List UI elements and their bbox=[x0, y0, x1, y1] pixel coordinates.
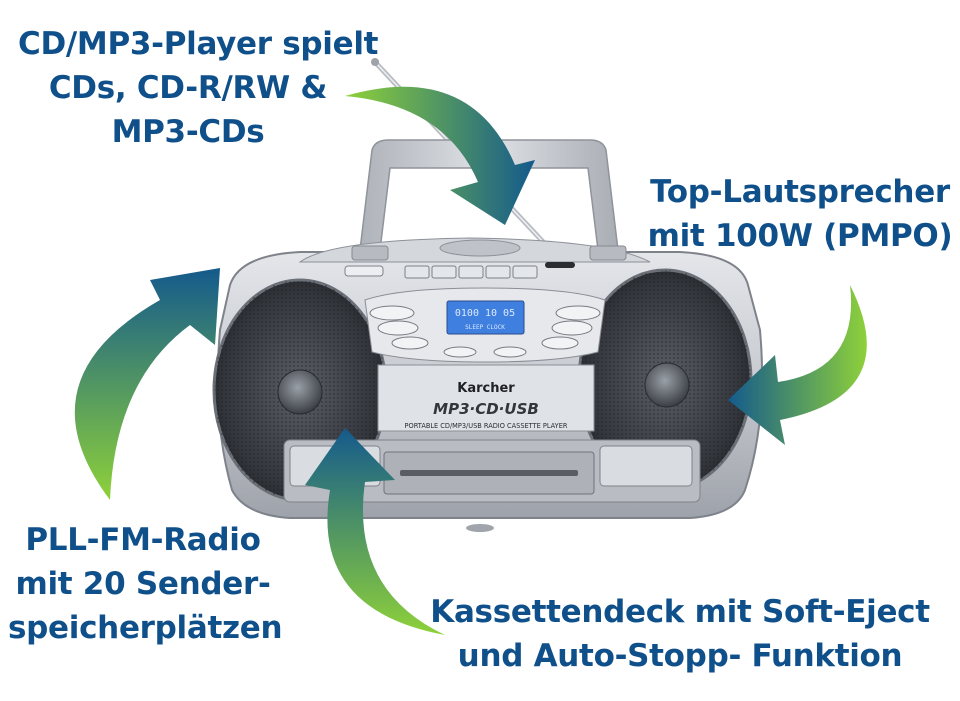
callout-cd-player: CD/MP3-Player spielt CDs, CD-R/RW & MP3-… bbox=[18, 22, 379, 154]
arrow-to-left-speaker bbox=[74, 268, 220, 500]
arrow-to-cassette bbox=[305, 428, 445, 635]
callout-line: mit 20 Sender- bbox=[15, 566, 271, 602]
product-subtitle: PORTABLE CD/MP3/USB RADIO CASSETTE PLAYE… bbox=[405, 422, 568, 430]
callout-line: speicherplätzen bbox=[8, 610, 283, 646]
arrow-to-right-speaker bbox=[728, 285, 867, 445]
lcd-line-2: SLEEP CLOCK bbox=[465, 324, 505, 331]
cassette-deck bbox=[283, 439, 701, 503]
callout-line: CD/MP3-Player spielt bbox=[18, 26, 379, 62]
right-speaker bbox=[577, 268, 753, 492]
brand-plate: Karcher MP3·CD·USB PORTABLE CD/MP3/USB R… bbox=[377, 364, 595, 432]
callout-line: Kassettendeck mit Soft-Eject bbox=[430, 594, 930, 630]
callout-cassette: Kassettendeck mit Soft-Eject und Auto-St… bbox=[420, 590, 940, 678]
callout-line: Top-Lautsprecher bbox=[650, 174, 950, 210]
callout-line: MP3-CDs bbox=[111, 114, 265, 150]
callout-line: mit 100W (PMPO) bbox=[647, 218, 953, 254]
callout-fm-radio: PLL-FM-Radio mit 20 Sender- speicherplät… bbox=[8, 518, 283, 650]
callout-line: CDs, CD-R/RW & bbox=[48, 70, 328, 106]
callout-line: PLL-FM-Radio bbox=[25, 522, 261, 558]
control-panel: 0100 10 05 SLEEP CLOCK bbox=[364, 287, 606, 363]
lcd-line-1: 0100 10 05 bbox=[455, 308, 515, 319]
brand-logo: Karcher bbox=[457, 381, 515, 396]
arrow-to-cd-lid bbox=[345, 86, 535, 226]
lcd-display bbox=[446, 300, 525, 335]
callout-line: und Auto-Stopp- Funktion bbox=[457, 638, 903, 674]
format-label: MP3·CD·USB bbox=[433, 400, 539, 418]
callout-speakers: Top-Lautsprecher mit 100W (PMPO) bbox=[640, 170, 960, 258]
